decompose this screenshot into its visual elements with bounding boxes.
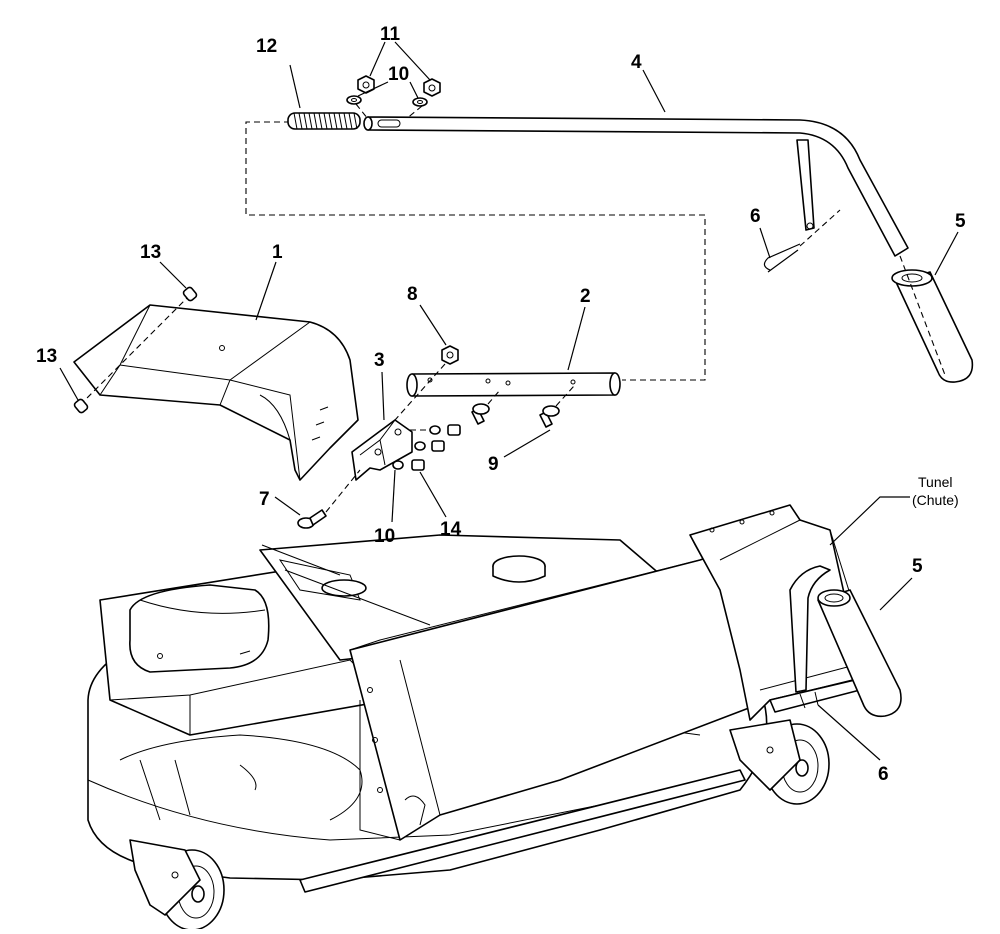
callout-6-lower: 6 [878,764,889,785]
tunnel-label-line1: Tunel [918,474,953,490]
installed-chute-tunnel [689,504,861,721]
lock-nut-part-11-right [423,78,441,97]
callout-11: 11 [380,24,401,45]
bolt-part-9-left [471,403,490,425]
bracket-part-3 [351,419,413,481]
callout-5-lower: 5 [912,556,923,577]
washer-part-10-left [346,95,362,105]
callout-13-lower: 13 [36,346,57,367]
callout-10-lower: 10 [374,526,395,547]
leader-lines [59,41,959,761]
bolt-part-9-right [539,405,560,428]
callout-12: 12 [256,36,277,57]
callout-2: 2 [580,286,591,307]
callout-3: 3 [374,350,385,371]
chute-cover-part-1 [73,294,359,481]
installed-grip-part-5-lower [789,565,902,718]
shaft-tube-part-2 [406,372,621,397]
callout-10-upper: 10 [388,64,409,85]
grip-part-5-upper [891,255,974,383]
callout-13-upper: 13 [140,242,161,263]
callout-4: 4 [631,52,642,73]
rod-part-4 [363,116,909,257]
lock-nut-part-11-left [357,75,375,94]
nut-part-8 [394,345,459,421]
callout-1: 1 [272,242,283,263]
screw-part-14-middle [414,440,445,452]
callout-5-upper: 5 [955,211,966,232]
callout-7: 7 [259,489,270,510]
screw-part-13-left [73,398,89,414]
bolt-alignment-lines [487,385,575,407]
callout-9: 9 [488,454,499,475]
hairpin-clip-part-6-upper [763,209,841,273]
screw-part-14-bottom [392,459,425,471]
routing-dashed-line [245,121,706,381]
callout-6-upper: 6 [750,206,761,227]
washer-part-10-right [412,97,428,107]
tunnel-label-line2: (Chute) [912,492,959,508]
spring-part-12 [287,112,361,130]
pivot-bolt-part-7 [297,469,361,529]
callout-14: 14 [440,519,462,540]
screw-part-13-top [182,286,198,302]
callout-8: 8 [407,284,418,305]
mower-deck-assembly [87,534,830,931]
screw-part-14-top [410,424,461,436]
